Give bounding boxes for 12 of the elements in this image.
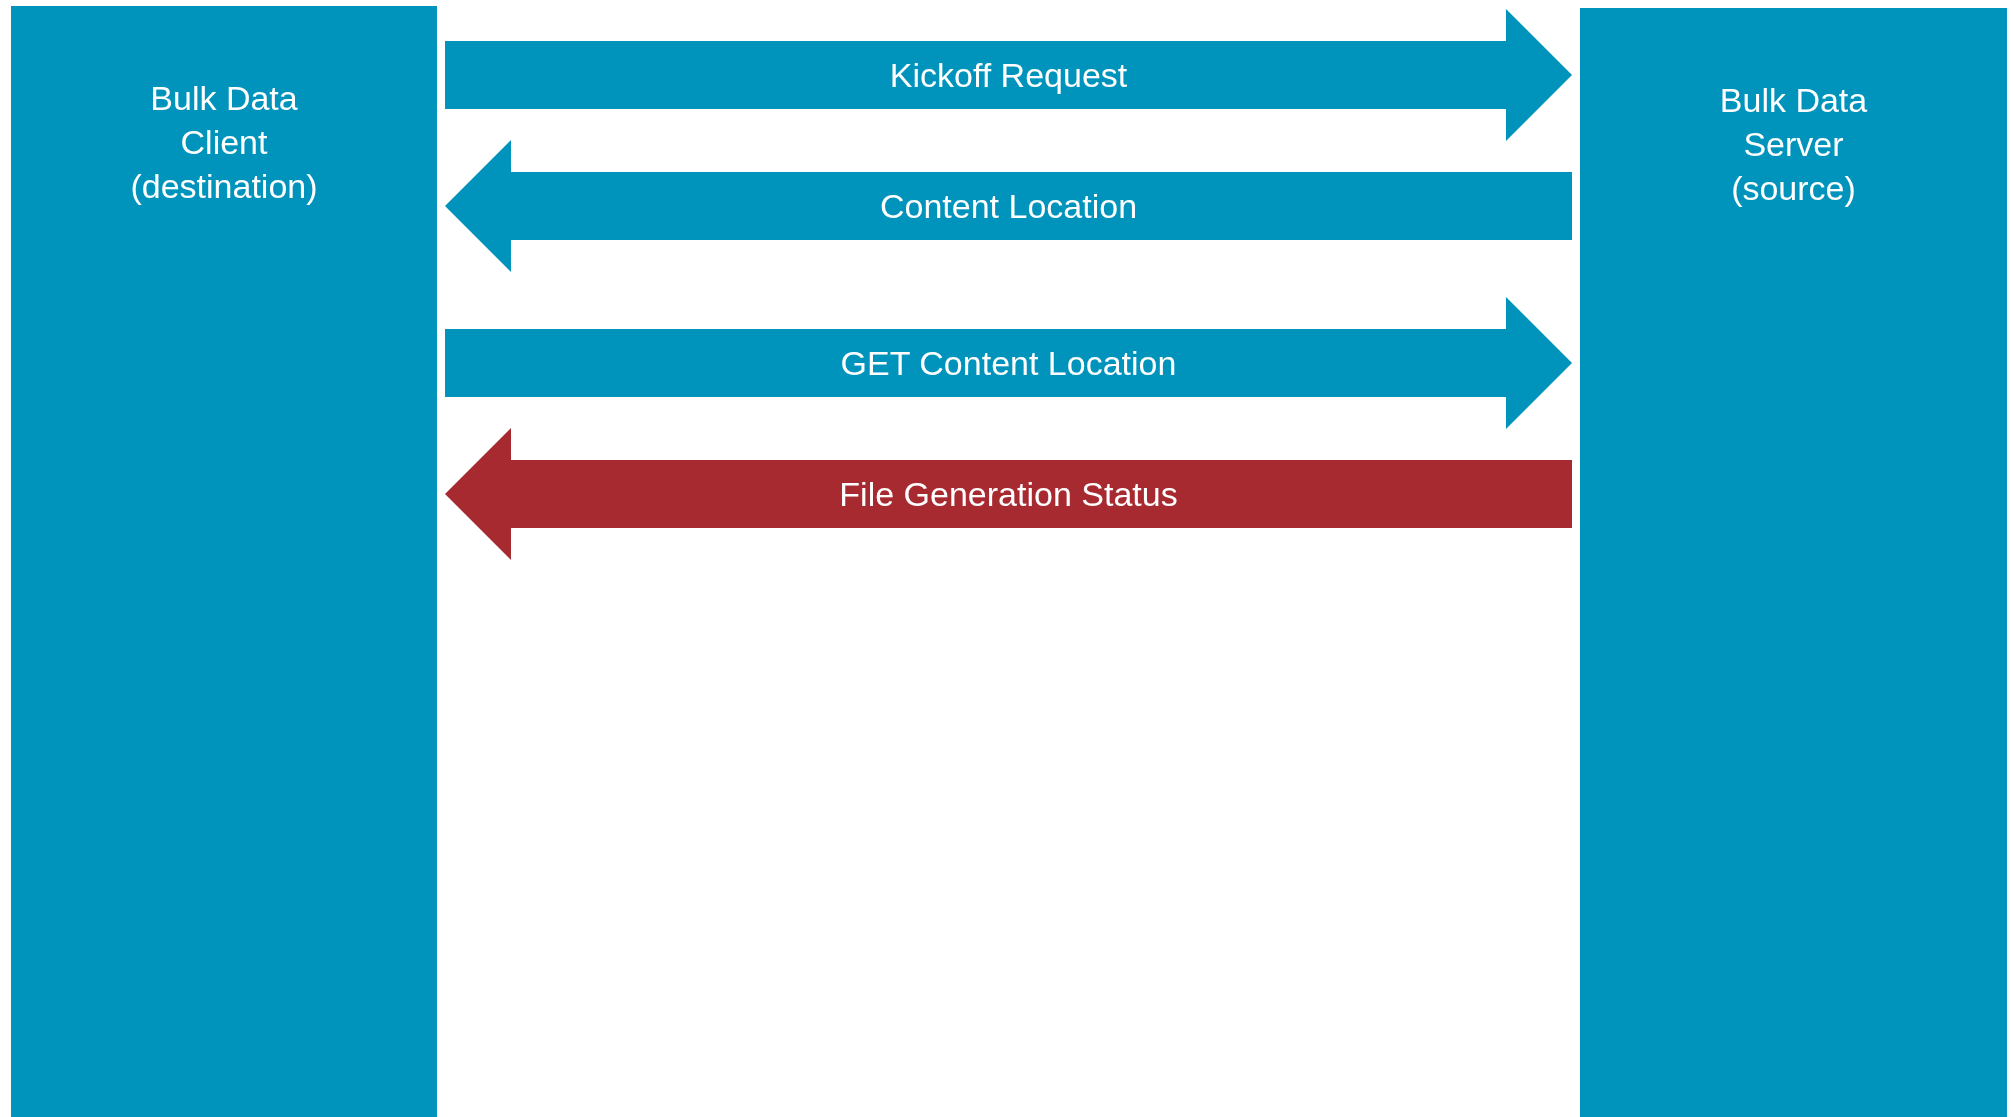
block-arrow [445,9,1572,141]
participant-label: Bulk Data Client (destination) [129,78,319,207]
edge-label: Content Location [879,186,1138,226]
block-arrow [445,297,1572,429]
participant-bar [11,6,437,1117]
edge-label: GET Content Location [840,343,1177,383]
participant-label: Bulk Data Server (source) [1718,80,1869,209]
block-arrow [445,428,1572,560]
participant-bar [1580,8,2007,1117]
edge-label: File Generation Status [839,474,1178,514]
edge-label: Kickoff Request [889,55,1128,95]
block-arrow [445,140,1572,272]
